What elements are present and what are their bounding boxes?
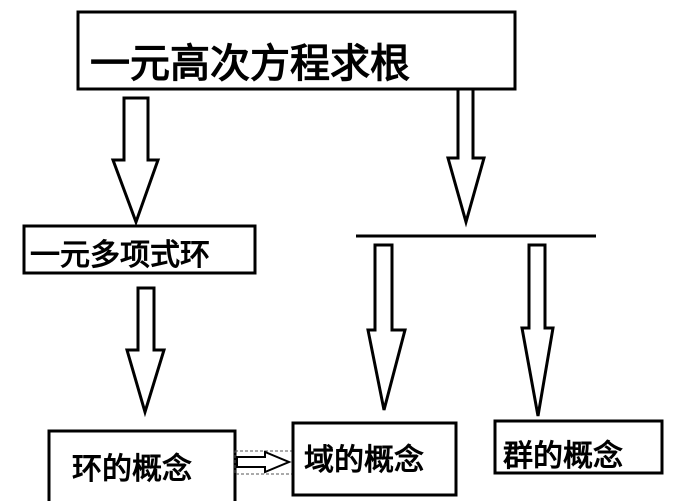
- arrow-poly-ring-to-ring-concept: [125, 286, 167, 418]
- node-group-concept-box: [493, 419, 664, 475]
- arrow-root-to-branch: [446, 87, 486, 228]
- node-field-concept-label: 域的概念: [304, 443, 424, 478]
- node-root[interactable]: 一元高次方程求根: [76, 10, 517, 91]
- node-field-concept-box: [291, 421, 458, 497]
- node-group-concept[interactable]: 群的概念: [493, 419, 664, 475]
- node-root-box: [76, 10, 517, 91]
- node-ring-concept-box: [47, 429, 237, 501]
- arrow-root-to-poly-ring: [110, 96, 161, 227]
- node-field-concept[interactable]: 域的概念: [291, 421, 458, 497]
- node-poly-ring-box: [22, 224, 257, 275]
- arrow-branch-to-field-concept: [366, 243, 407, 411]
- arrow-ring-to-field-concept[interactable]: [234, 450, 294, 475]
- node-ring-concept-label: 环的概念: [72, 452, 192, 487]
- node-poly-ring[interactable]: 一元多项式环: [22, 224, 257, 275]
- arrow-branch-to-group-concept: [520, 243, 555, 417]
- selection-outline: [234, 450, 294, 475]
- arrow-ring-to-field-shape: [236, 450, 292, 474]
- node-root-label: 一元高次方程求根: [90, 41, 410, 87]
- node-ring-concept[interactable]: 环的概念: [47, 429, 237, 501]
- node-group-concept-label: 群的概念: [503, 439, 623, 474]
- node-poly-ring-label: 一元多项式环: [30, 238, 210, 273]
